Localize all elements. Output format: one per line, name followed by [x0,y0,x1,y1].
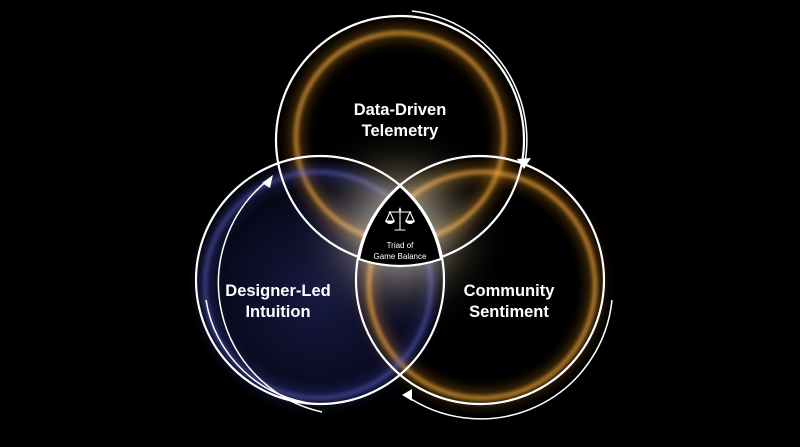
telemetry-label-line2: Telemetry [362,122,440,140]
arrow-telemetry-to-sentiment [411,10,528,163]
arrow-sentiment-to-intuition [404,299,613,420]
arrow-intuition-inner-arc [205,299,317,405]
scales-icon [384,207,416,231]
sentiment-label-line2: Sentiment [469,303,549,321]
intuition-label-line2: Intuition [245,303,310,321]
sentiment-ring [354,154,606,406]
center-label-line2: Game Balance [374,252,427,261]
cycle-arrows [205,10,613,420]
arrow-head-left [262,175,273,188]
arrow-head-right [517,158,531,169]
sentiment-label-line1: Community [464,282,556,300]
intuition-label-line1: Designer-Led [225,282,330,300]
center-label-line1: Triad of [387,241,415,250]
telemetry-label-line1: Data-Driven [354,101,447,119]
arrow-head-bottom [402,389,412,401]
intuition-ring [194,154,446,406]
